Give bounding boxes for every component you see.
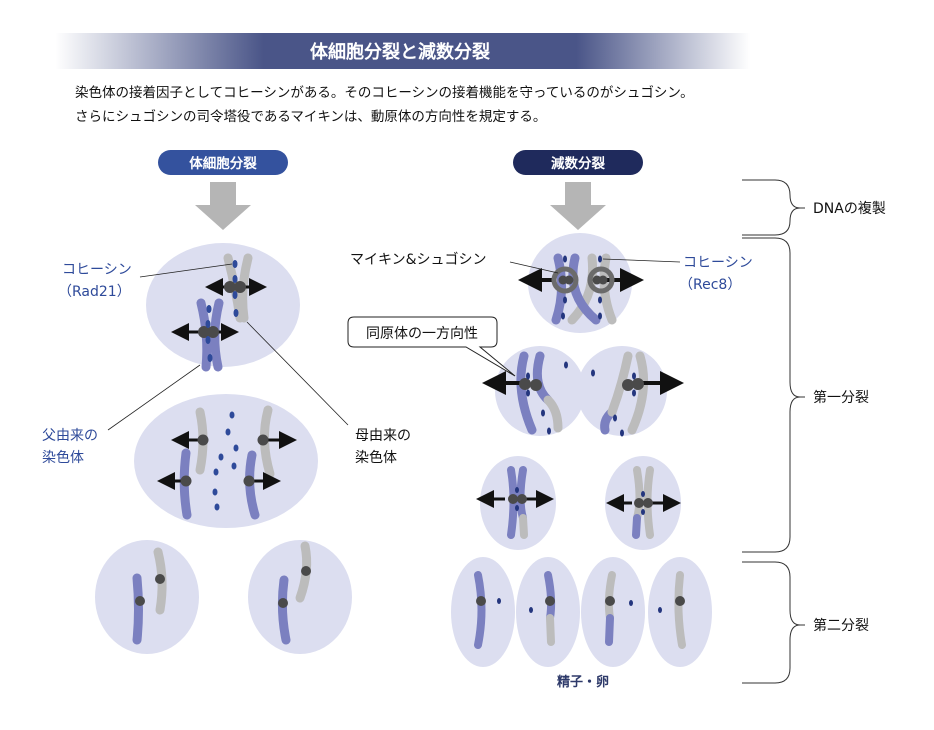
callout-mono-orientation: 同原体の一方向性: [347, 316, 516, 377]
meiosis-cell-3: [476, 456, 681, 550]
description-line-2: さらにシュゴシンの司令塔役であるマイキンは、動原体の方向性を規定する。: [75, 108, 546, 125]
leader-lines: [107, 263, 349, 431]
label-rad21: （Rad21）: [58, 284, 131, 300]
stage-meiosis-2: 第二分裂: [813, 617, 869, 634]
title-bar: [55, 33, 750, 69]
label-cohesin-rec8: コヒーシン: [683, 255, 753, 271]
label-moikin-shugoshin: マイキン&シュゴシン: [350, 251, 487, 268]
meiosis-leader-lines: [509, 258, 681, 274]
meiosis-pill: [513, 150, 643, 175]
label-rec8: （Rec8）: [679, 277, 741, 293]
meiosis-cell-2: [482, 346, 684, 437]
mitosis-pill: [158, 150, 288, 175]
callout-text: 同原体の一方向性: [366, 326, 478, 342]
label-paternal: 父由来の: [42, 428, 98, 444]
mitosis-daughter-cell-2: [248, 540, 352, 654]
label-maternal: 母由来の: [355, 428, 411, 444]
meiosis-heading: 減数分裂: [551, 155, 605, 172]
description-line-1: 染色体の接着因子としてコヒーシンがある。そのコヒーシンの接着機能を守っているのが…: [75, 84, 694, 101]
down-arrow-icon: [195, 182, 251, 230]
mitosis-heading: 体細胞分裂: [189, 155, 257, 172]
label-paternal-2: 染色体: [42, 449, 84, 466]
page-title: 体細胞分裂と減数分裂: [310, 41, 490, 63]
label-cohesin-rad21: コヒーシン: [62, 262, 132, 278]
stage-meiosis-1: 第一分裂: [813, 389, 869, 406]
label-gametes: 精子・卵: [557, 674, 609, 690]
mitosis-cell-2: [134, 394, 318, 528]
gamete-cells: [451, 557, 712, 667]
label-maternal-2: 染色体: [355, 449, 397, 466]
down-arrow-icon: [550, 182, 606, 230]
meiosis-cell-1: [518, 233, 644, 333]
mitosis-daughter-cell-1: [95, 540, 199, 654]
stage-dna-replication: DNAの複製: [813, 200, 886, 217]
stage-brackets: [742, 179, 805, 684]
mitosis-cell-1: [146, 243, 300, 372]
